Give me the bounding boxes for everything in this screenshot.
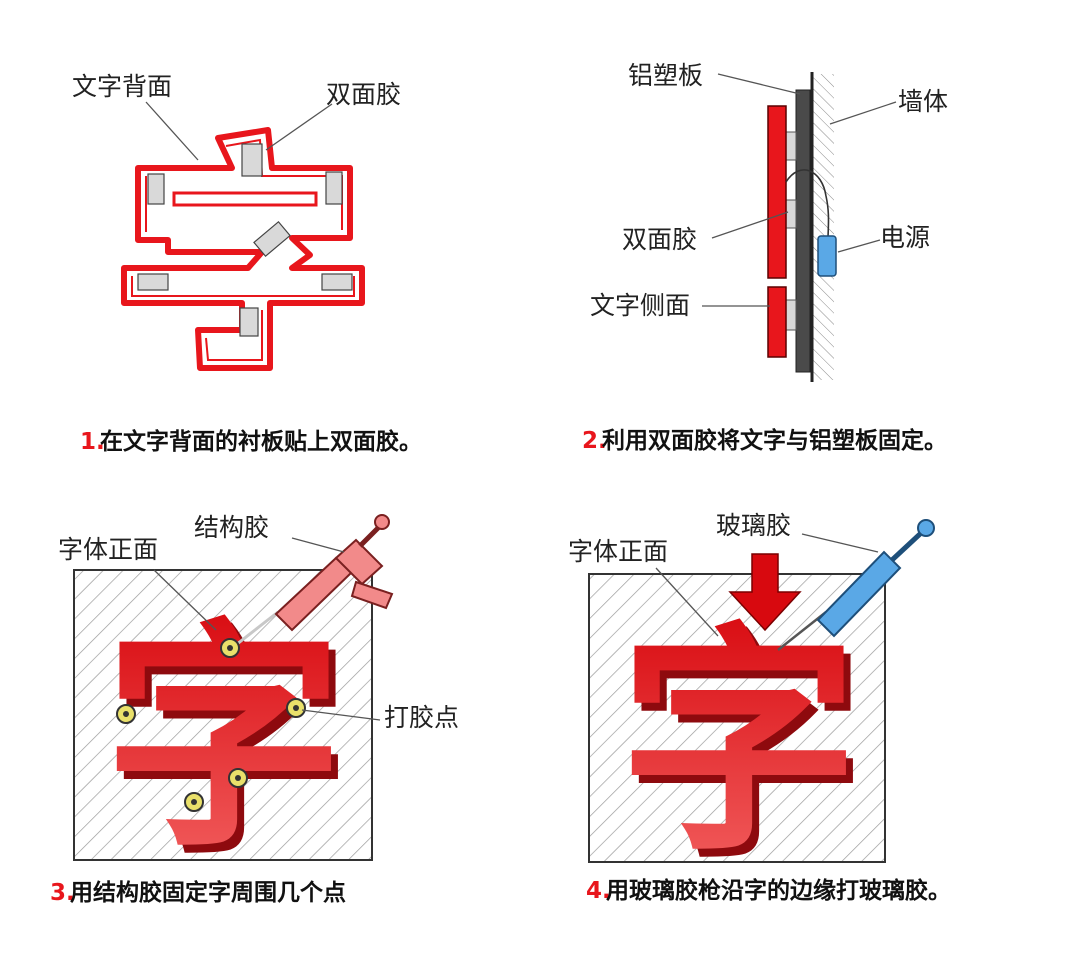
letter-side <box>767 105 787 279</box>
caption-text: 用结构胶固定字周围几个点 <box>70 879 346 906</box>
label-double-tape: 双面胶 <box>622 225 697 254</box>
glue-dot <box>184 792 204 812</box>
panel-1: 文字背面 双面胶 1. 在文字背面的衬板贴上双面胶。 <box>72 72 422 455</box>
letter-front: 字 <box>619 603 859 883</box>
label-letter-back: 文字背面 <box>72 72 172 101</box>
label-wall: 墙体 <box>898 87 948 116</box>
label-letter-front: 字体正面 <box>58 535 158 564</box>
power-cable <box>785 169 830 241</box>
glue-dot <box>286 698 306 718</box>
panel-2: 铝塑板 墙体 双面胶 电源 文字侧面 2. 利用双面胶将文字与铝塑板固定。 <box>582 61 948 454</box>
aluminum-plastic-plate <box>795 89 811 373</box>
tape-strip <box>785 131 797 161</box>
label-power: 电源 <box>880 223 930 252</box>
label-glue-points: 打胶点 <box>384 703 459 732</box>
label-structural-glue: 结构胶 <box>194 513 269 542</box>
glue-dot <box>228 768 248 788</box>
letter-back-outline <box>121 127 365 371</box>
tape-pad <box>147 173 165 205</box>
caption-text: 利用双面胶将文字与铝塑板固定。 <box>602 427 947 454</box>
structural-glue-gun <box>231 514 394 650</box>
caption-number: 2. <box>582 428 607 454</box>
caption-number: 4. <box>586 878 611 904</box>
wall <box>812 74 834 380</box>
glue-dot <box>220 638 240 658</box>
tape-pad <box>325 171 343 205</box>
glue-dot <box>116 704 136 724</box>
down-arrow-icon <box>728 553 802 632</box>
label-aluminum-plate: 铝塑板 <box>628 61 703 90</box>
tape-pad <box>253 220 291 258</box>
tape-pad <box>241 143 263 177</box>
caption-number: 3. <box>50 880 75 906</box>
caption-text: 用玻璃胶枪沿字的边缘打玻璃胶。 <box>606 877 951 904</box>
glass-glue-gun <box>777 519 935 651</box>
power-supply <box>817 235 837 277</box>
tape-strip <box>785 299 797 331</box>
panel-4: 字 字 字体正面 玻璃胶 4. 用玻璃胶枪沿字的边缘打玻璃胶。 <box>568 511 951 904</box>
tape-pad <box>239 307 259 337</box>
tape-pad <box>321 273 353 291</box>
letter-depth: 字 <box>626 611 866 891</box>
panel-3: 字 字 字体正面 结构胶 打胶点 3. 用结构胶固定字周围几个点 <box>50 513 459 906</box>
label-letter-side: 文字侧面 <box>590 291 690 320</box>
label-letter-front: 字体正面 <box>568 537 668 566</box>
letter-slot <box>172 191 318 207</box>
tape-strip <box>785 199 797 229</box>
tape-pad <box>137 273 169 291</box>
caption-text: 在文字背面的衬板贴上双面胶。 <box>100 428 422 455</box>
caption-number: 1. <box>80 429 105 455</box>
label-glass-glue: 玻璃胶 <box>716 511 791 540</box>
letter-side <box>767 286 787 358</box>
label-double-tape: 双面胶 <box>326 80 401 109</box>
